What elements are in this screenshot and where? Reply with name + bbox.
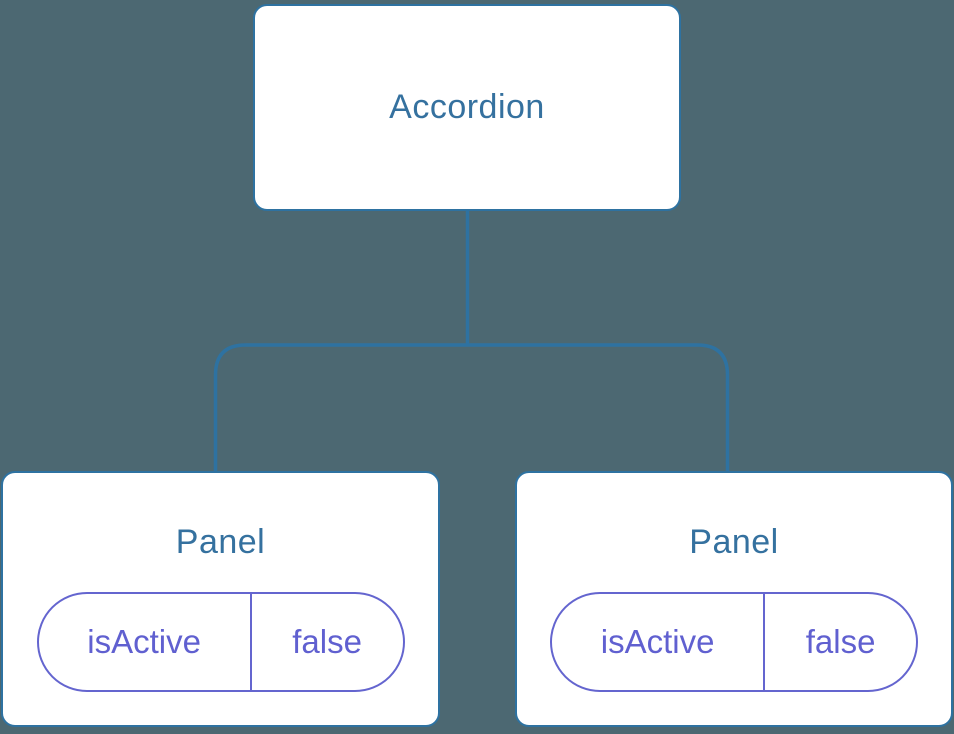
component-node-accordion: Accordion <box>253 4 681 211</box>
state-name: isActive <box>552 594 766 690</box>
state-pill: isActive false <box>36 592 405 692</box>
state-pill: isActive false <box>550 592 918 692</box>
component-label-panel: Panel <box>175 523 266 561</box>
state-value: false <box>805 623 876 660</box>
component-node-panel-right: Panel isActive false <box>515 471 953 727</box>
connector-branch-bracket <box>213 343 730 471</box>
component-node-panel-left: Panel isActive false <box>1 471 440 727</box>
component-label-panel: Panel <box>689 523 779 561</box>
state-name: isActive <box>39 594 252 690</box>
component-label-accordion: Accordion <box>389 88 545 126</box>
state-value: false <box>292 623 362 660</box>
